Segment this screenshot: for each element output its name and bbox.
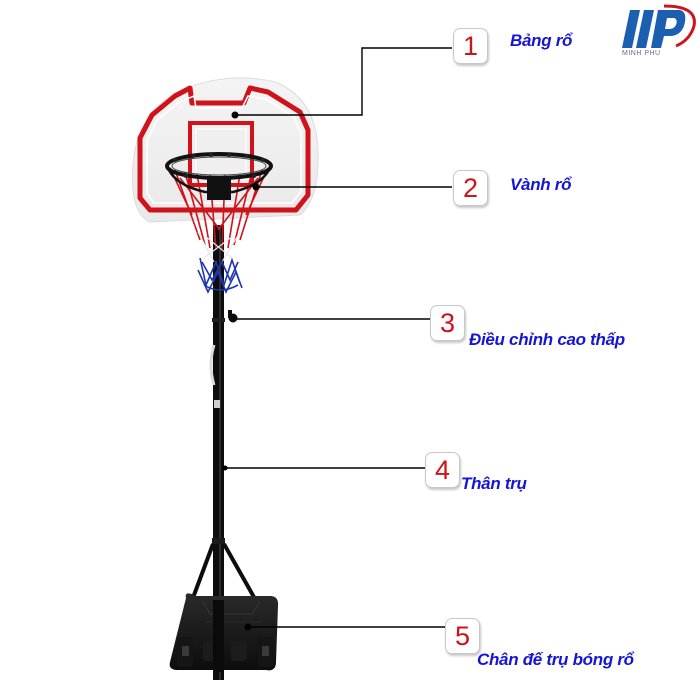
connector-line-1 xyxy=(235,47,452,116)
callout-number-5: 5 xyxy=(445,618,480,654)
base xyxy=(169,538,279,672)
callout-number-1: 1 xyxy=(453,28,488,64)
logo-brand-text: MINH PHU xyxy=(622,50,661,57)
backboard xyxy=(132,77,319,223)
callout-label-rim: Vành rổ xyxy=(510,175,572,194)
mp-logo-icon xyxy=(622,4,696,48)
callout-number-2: 2 xyxy=(453,170,488,206)
callout-label-height-adjust: Điều chỉnh cao thấp xyxy=(469,330,625,349)
connector-lines xyxy=(222,47,452,631)
callout-number-4: 4 xyxy=(425,452,460,488)
callout-label-base: Chân đế trụ bóng rổ xyxy=(477,650,634,669)
callout-label-backboard: Bảng rổ xyxy=(510,31,573,50)
pole xyxy=(209,225,238,680)
callout-number-3: 3 xyxy=(430,305,465,341)
callout-label-pole: Thân trụ xyxy=(461,474,527,493)
rim xyxy=(165,152,273,200)
